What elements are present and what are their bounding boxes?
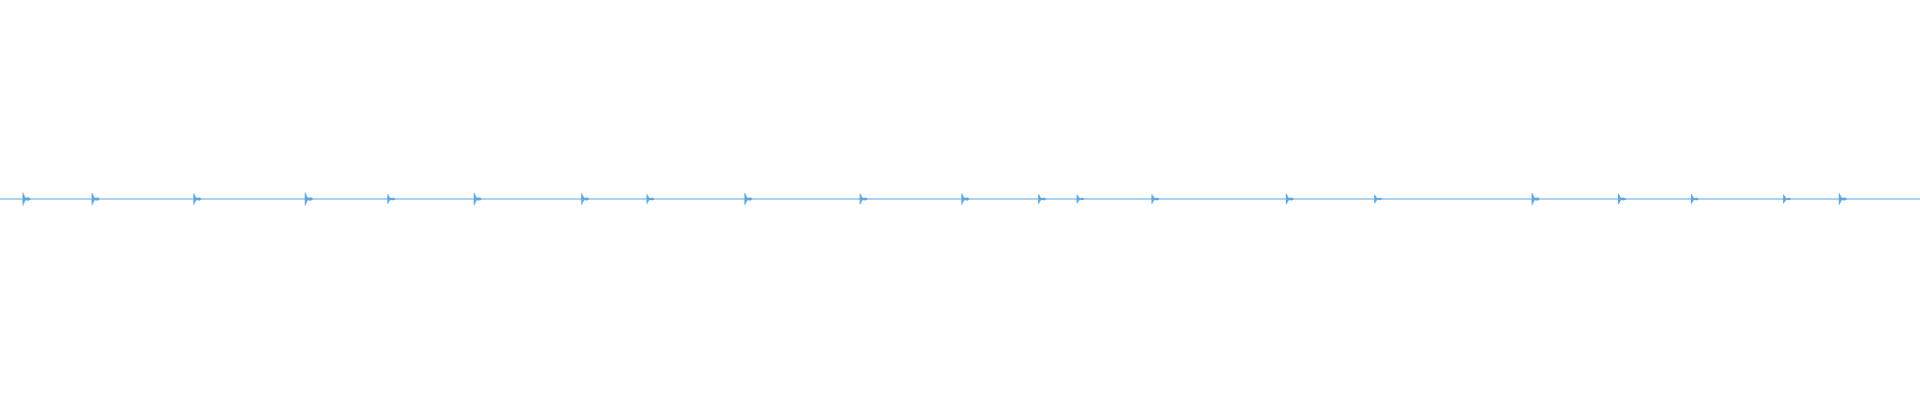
waveform-peak [1531, 193, 1545, 205]
waveform-peak [1838, 193, 1852, 205]
waveform-peak [1285, 193, 1299, 205]
waveform-peak [859, 193, 873, 205]
waveform-peak [473, 193, 487, 205]
waveform-peak [646, 194, 660, 204]
waveform-peak [1618, 193, 1631, 205]
waveform-peak [193, 193, 207, 205]
waveform-peak [1690, 194, 1704, 204]
waveform-peak [1783, 194, 1796, 204]
waveform-peak [387, 194, 401, 204]
waveform-peak [744, 193, 758, 205]
waveform-peak [1151, 194, 1165, 204]
waveform-peak [91, 193, 105, 205]
waveform-noise [0, 198, 1918, 200]
waveform-peak [581, 193, 595, 205]
waveform-peak [1374, 194, 1387, 204]
waveform-peak [1076, 194, 1090, 204]
waveform-peak [1038, 194, 1051, 204]
waveform-peak [22, 192, 36, 206]
waveform-peak [304, 192, 318, 206]
waveform-peak [961, 193, 975, 205]
